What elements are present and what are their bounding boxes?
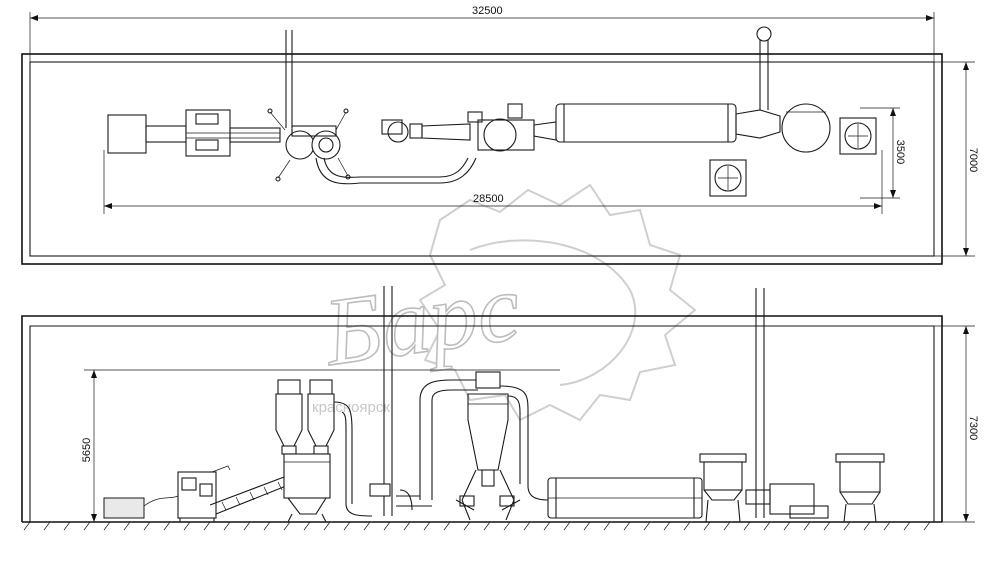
plan-dimension-equipment-width: 3500: [860, 107, 906, 199]
dim-overall-length: 32500: [472, 5, 503, 17]
elevation-building-outline: [21, 315, 943, 522]
ground-hatching: [23, 521, 931, 531]
dim-equipment-width: 3500: [894, 140, 906, 164]
elev-hopper: [283, 453, 331, 499]
elev-crusher: [177, 471, 217, 519]
dim-line-length: 28500: [473, 193, 504, 205]
elev-transport-pipe: [419, 379, 478, 500]
elev-screw-conveyor: [209, 473, 297, 515]
plan-fan-1: [285, 130, 315, 160]
elev-furnace: [769, 483, 815, 515]
elev-motor: [103, 497, 145, 519]
elevation-dimension-equipment-height: 5650: [81, 369, 560, 522]
elevation-view: 5650 7300: [21, 286, 979, 531]
plan-furnace: [781, 103, 831, 153]
plan-cyclone: [483, 118, 517, 152]
plan-dimension-overall: 32500: [29, 5, 935, 62]
elev-bin-2: [835, 453, 885, 523]
dim-height: 7300: [967, 416, 979, 440]
dim-width: 7000: [967, 148, 979, 172]
elev-bin-1: [699, 453, 747, 523]
watermark-logo: Барс красноярск: [312, 183, 697, 422]
plan-motor-block: [107, 114, 147, 154]
plan-building-outline: [21, 53, 943, 265]
plan-dimension-width: 7000: [934, 61, 979, 257]
elev-twin-cyclones: [275, 379, 335, 523]
dim-equipment-height: 5650: [81, 438, 93, 462]
watermark-city: красноярск: [312, 399, 390, 416]
plan-fan-2: [311, 130, 341, 160]
watermark-brand: Барс: [316, 253, 526, 386]
elevation-dimension-height: 7300: [934, 325, 979, 523]
elev-cyclone-tower: [455, 371, 521, 521]
plan-view: 32500 7000 3500 28500: [21, 5, 979, 265]
plan-drum-dryer: [555, 103, 737, 143]
plan-dimension-line-length: 28500: [103, 150, 883, 214]
